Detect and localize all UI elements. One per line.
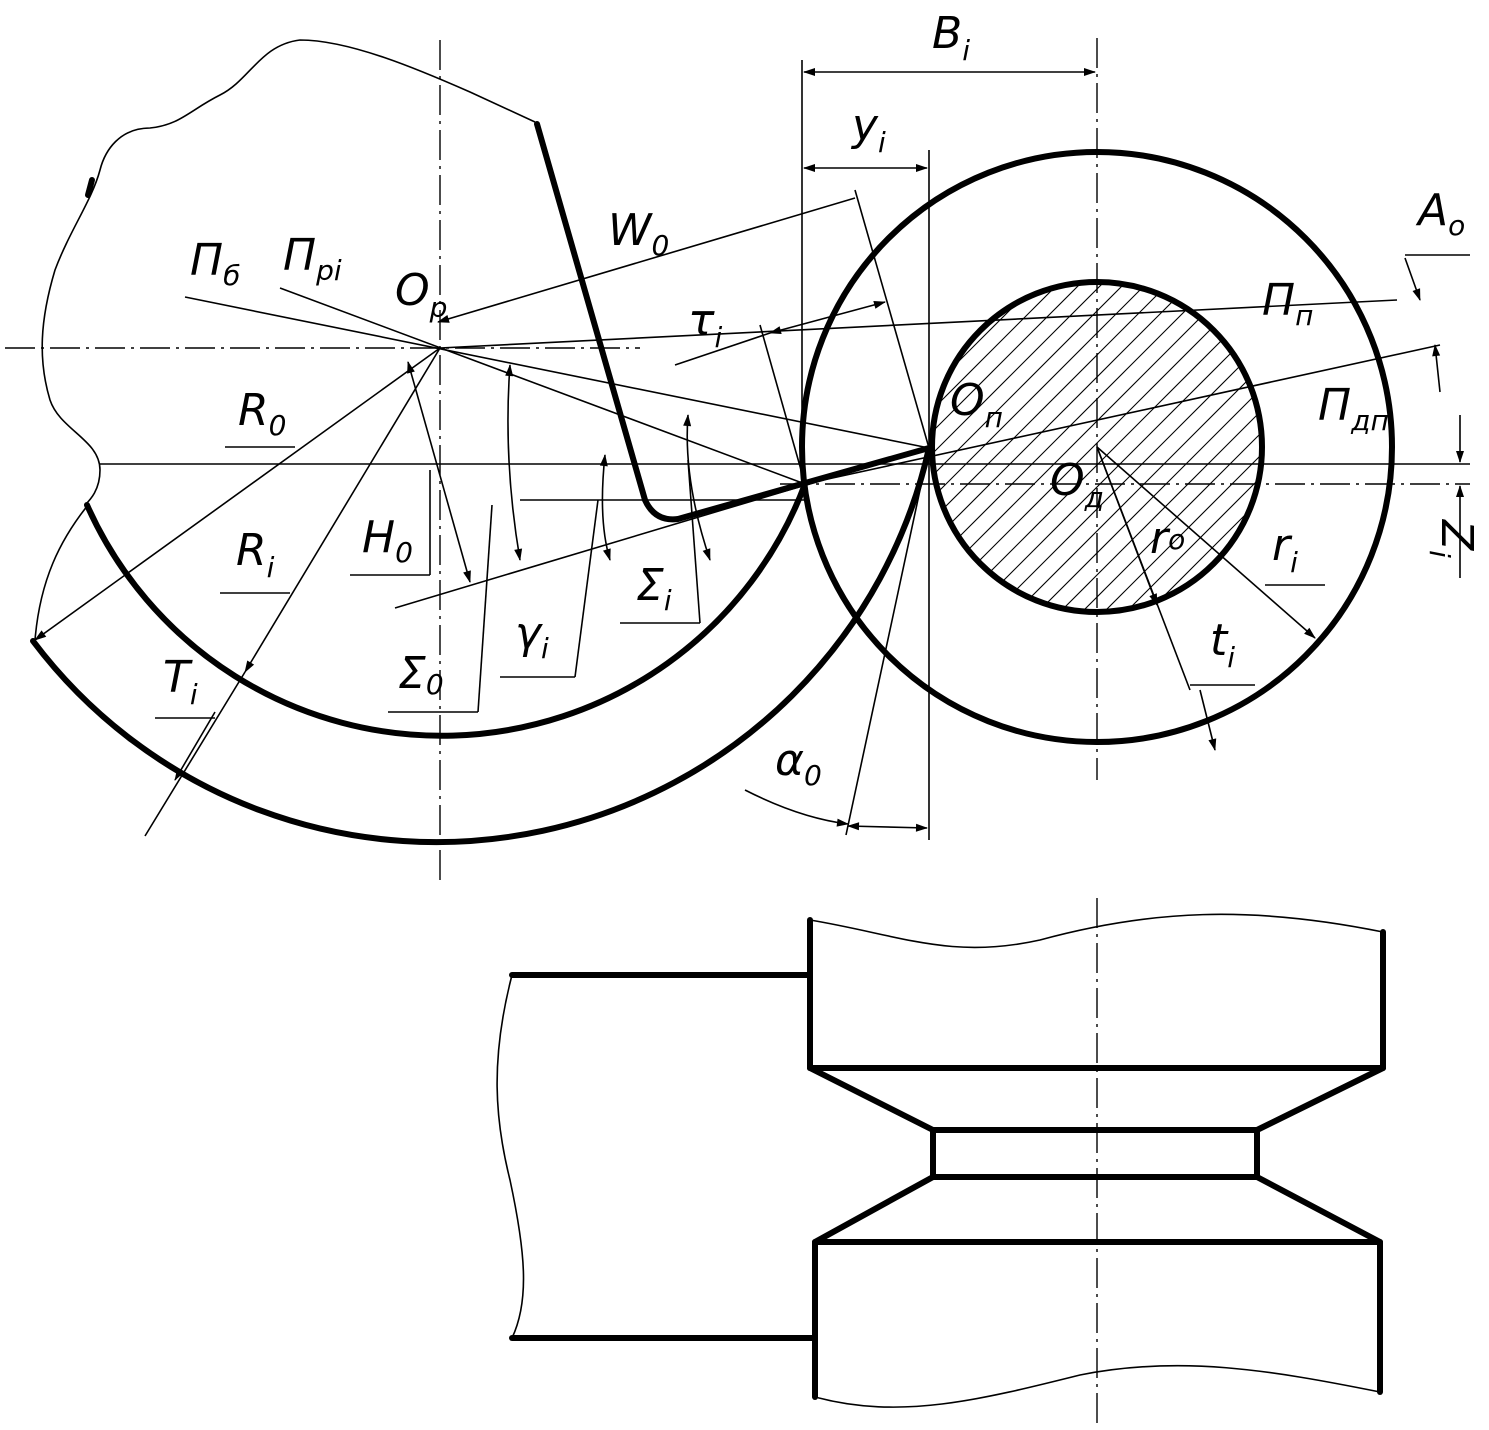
- hatch-line: [1002, 284, 1260, 610]
- hatch-line: [934, 284, 1074, 610]
- label-A0: Ao: [1415, 185, 1465, 242]
- hatch-line: [958, 284, 1260, 610]
- break-mark: [85, 177, 95, 198]
- hatch-line: [934, 284, 1184, 610]
- tool-break-line: [41, 39, 536, 506]
- label-ti: ti: [1210, 615, 1235, 674]
- hatch-line: [1090, 284, 1260, 610]
- roll-assembly-view: [496, 913, 1386, 1408]
- center-lines: [5, 38, 1470, 1425]
- label-Z: Zi: [1423, 519, 1482, 558]
- hatch-line: [1112, 284, 1260, 610]
- labels: Bi yi W0 Ao Пб Пpi Op τi Пп Oп Пдп R0 Oд…: [163, 8, 1482, 792]
- label-Pdn: Пдп: [1318, 380, 1389, 437]
- hatch-line: [934, 284, 1162, 610]
- label-Pb: Пб: [190, 235, 240, 292]
- label-gamma: γi: [515, 608, 549, 665]
- hatch-line: [980, 284, 1260, 610]
- label-Od: Oд: [1050, 455, 1104, 514]
- label-Si: Σi: [636, 560, 672, 617]
- shaft-circle: [929, 279, 1265, 615]
- construction-lines: [100, 60, 1470, 840]
- hatch-line: [934, 284, 1118, 610]
- label-r0: ro: [1150, 513, 1185, 564]
- label-B: Bi: [932, 8, 970, 67]
- label-tau: τi: [688, 295, 723, 354]
- label-On: Oп: [950, 375, 1003, 434]
- hatch-line: [934, 284, 1140, 610]
- tool-lower-break: [34, 504, 89, 641]
- label-Ppi: Пpi: [283, 230, 342, 287]
- hatch-line: [934, 284, 964, 610]
- label-alpha: α0: [775, 735, 822, 792]
- label-Pn: Пп: [1262, 275, 1313, 332]
- hatch-line: [934, 284, 1228, 610]
- label-y: yi: [850, 100, 886, 159]
- hatch-line: [934, 284, 1096, 610]
- hatch-line: [934, 284, 1250, 610]
- hatch-line: [1068, 284, 1260, 610]
- cutting-edge: [534, 121, 932, 523]
- label-H0: H0: [362, 512, 413, 569]
- hatch-line: [934, 284, 1260, 610]
- hatch-line: [519, 247, 919, 647]
- label-Op: Op: [395, 265, 447, 324]
- label-W0: W0: [608, 205, 669, 262]
- label-S0: Σ0: [398, 648, 444, 701]
- tool-arcs: [30, 445, 932, 846]
- label-Ri: Ri: [236, 525, 275, 584]
- dimension-lines: [34, 68, 1470, 837]
- label-underlines: [155, 446, 1325, 719]
- label-Ti: Ti: [163, 652, 198, 711]
- hatch-line: [1156, 284, 1260, 610]
- hatch-line: [934, 284, 942, 610]
- hatch-line: [1024, 284, 1260, 610]
- label-R0: R0: [238, 385, 286, 442]
- hatch-line: [1046, 284, 1260, 610]
- label-ri: ri: [1272, 520, 1298, 579]
